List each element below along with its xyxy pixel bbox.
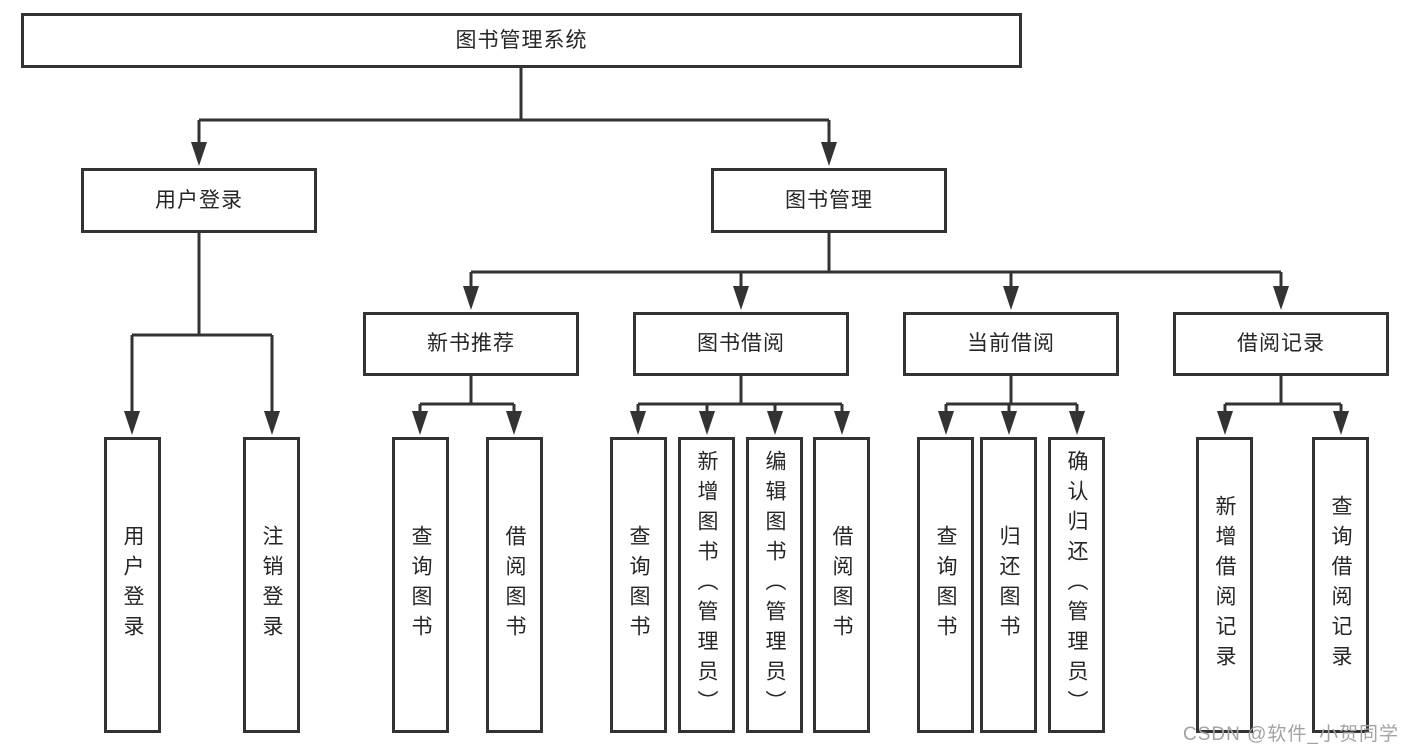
leaf-add-book-admin: 新增图书（管理员） (678, 437, 735, 733)
node-current-borrowing: 当前借阅 (903, 312, 1119, 376)
leaf-query-borrow-record: 查询借阅记录 (1312, 437, 1369, 733)
node-root-system: 图书管理系统 (21, 13, 1022, 68)
leaf-user-login: 用户登录 (104, 437, 161, 733)
leaf-borrow-books-recommend: 借阅图书 (486, 437, 543, 733)
leaf-confirm-return-admin: 确认归还（管理员） (1048, 437, 1105, 733)
leaf-query-books-current: 查询图书 (917, 437, 974, 733)
node-user-login: 用户登录 (81, 168, 317, 233)
leaf-query-books-borrowing: 查询图书 (610, 437, 667, 733)
watermark: CSDN @软件_小贺同学 (1183, 724, 1399, 745)
leaf-add-borrow-record: 新增借阅记录 (1196, 437, 1253, 733)
leaf-logout: 注销登录 (243, 437, 300, 733)
node-new-book-recommend: 新书推荐 (363, 312, 579, 376)
node-book-management: 图书管理 (711, 168, 947, 233)
node-book-borrowing: 图书借阅 (633, 312, 849, 376)
leaf-query-books-recommend: 查询图书 (392, 437, 449, 733)
leaf-edit-book-admin: 编辑图书（管理员） (746, 437, 803, 733)
arrowheads (124, 142, 1349, 435)
node-borrowing-records: 借阅记录 (1173, 312, 1389, 376)
leaf-return-book: 归还图书 (980, 437, 1037, 733)
leaf-borrow-books-borrowing: 借阅图书 (813, 437, 870, 733)
